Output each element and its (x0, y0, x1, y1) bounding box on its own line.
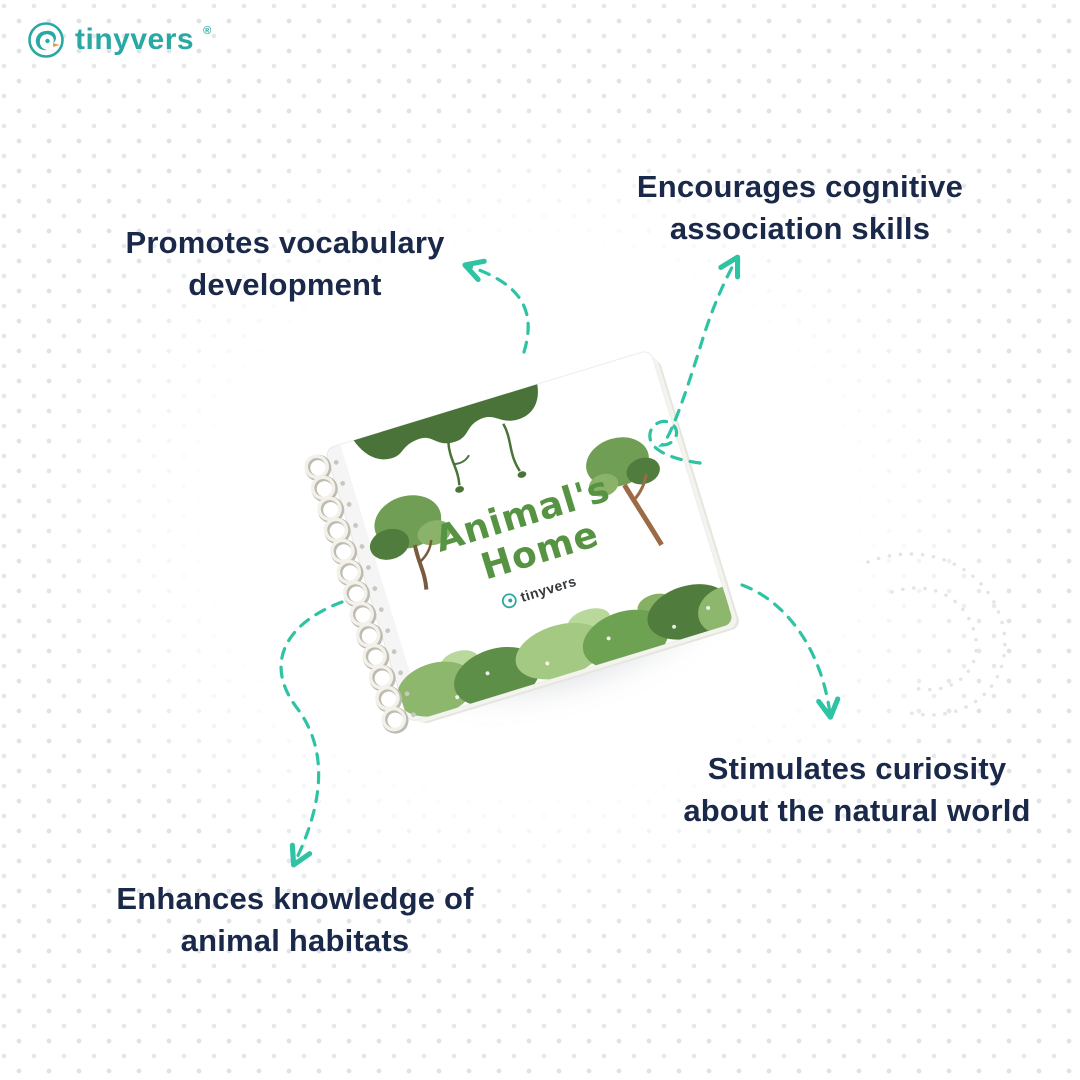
swirl-arc-outer (866, 552, 1007, 717)
benefit-line: Enhances knowledge of (116, 881, 474, 916)
canopy-illustration (340, 384, 538, 493)
benefit-cognitive-association: Encourages cognitive association skills (615, 166, 985, 250)
product-book: Animal's Home tinyvers (294, 341, 745, 739)
tinyvers-logo-icon (28, 22, 64, 58)
swirl-arc-inner (890, 586, 979, 692)
benefit-stimulates-curiosity: Stimulates curiosity about the natural w… (668, 748, 1046, 832)
benefit-line: Encourages cognitive (636, 169, 964, 204)
benefit-line: Promotes vocabulary (125, 225, 445, 260)
cover-brand-icon-dot (508, 598, 513, 603)
registered-trademark: ® (203, 25, 212, 37)
benefit-line: animal habitats (180, 922, 410, 958)
benefit-line: about the natural world (683, 792, 1031, 828)
tinyvers-logo-text: tinyvers (75, 23, 195, 56)
benefit-animal-habitats: Enhances knowledge of animal habitats (105, 878, 485, 962)
benefit-line: development (188, 266, 382, 302)
left-tree-illustration (369, 495, 451, 590)
tinyvers-logo: tinyvers ® (26, 20, 211, 60)
benefit-line: Stimulates curiosity (707, 751, 1007, 786)
benefit-promotes-vocabulary: Promotes vocabulary development (95, 222, 475, 306)
cover-illustration (324, 384, 734, 723)
benefit-line: association skills (669, 210, 931, 246)
binding-shade (324, 444, 424, 723)
right-tree-illustration (586, 437, 664, 547)
